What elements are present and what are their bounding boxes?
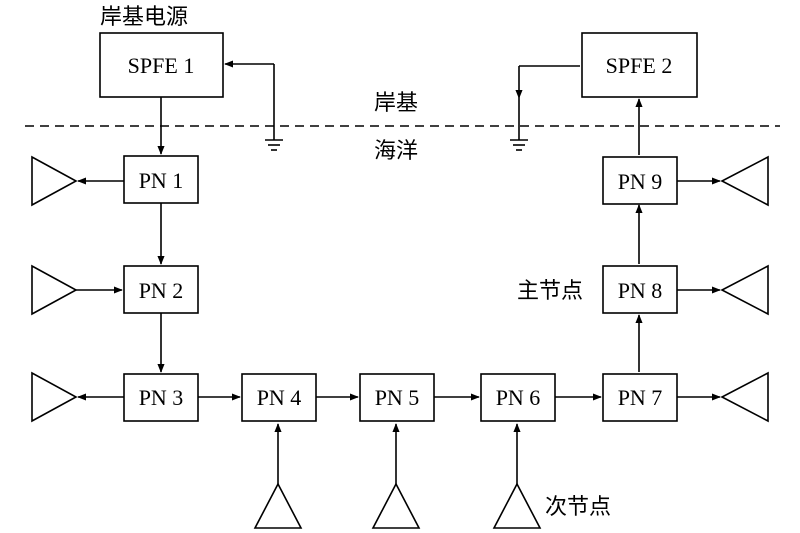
pn-5-node: PN 5 (359, 373, 435, 422)
sensor-pn9 (677, 155, 769, 207)
sensor-pn4 (253, 423, 303, 529)
pn-6-label: PN 6 (496, 385, 541, 410)
spfe-1-label: SPFE 1 (128, 53, 195, 78)
pn-7-label: PN 7 (618, 385, 663, 410)
pn-4-node: PN 4 (241, 373, 317, 422)
sensor-pn3 (31, 371, 124, 423)
pn-9-label: PN 9 (618, 169, 663, 194)
pn-3-label: PN 3 (139, 385, 184, 410)
sensor-pn7 (677, 371, 769, 423)
sensor-pn1 (31, 155, 124, 207)
pn-3-node: PN 3 (123, 373, 199, 422)
shore-label: 岸基 (374, 90, 418, 115)
pn-2-node: PN 2 (123, 265, 199, 314)
sensor-pn2 (31, 264, 123, 316)
pn-5-label: PN 5 (375, 385, 420, 410)
ground-symbol-2 (510, 65, 580, 151)
sensor-pn5 (371, 423, 421, 529)
sensor-pn8 (677, 264, 769, 316)
primary-node-label: 主节点 (517, 278, 583, 303)
shore-power-label: 岸基电源 (100, 4, 188, 29)
ground-symbol-1 (224, 60, 283, 151)
pn-4-label: PN 4 (257, 385, 302, 410)
spfe-2-label: SPFE 2 (606, 53, 673, 78)
pn-1-node: PN 1 (123, 155, 199, 204)
pn-8-label: PN 8 (618, 278, 663, 303)
spfe-2-node: SPFE 2 (581, 32, 698, 98)
pn-8-node: PN 8 (602, 265, 678, 314)
pn-9-node: PN 9 (602, 156, 678, 205)
pn-1-label: PN 1 (139, 168, 184, 193)
pn-6-node: PN 6 (480, 373, 556, 422)
pn-7-node: PN 7 (602, 373, 678, 422)
pn-2-label: PN 2 (139, 278, 184, 303)
ocean-label: 海洋 (374, 138, 418, 163)
sensor-pn6 (492, 423, 542, 529)
secondary-node-label: 次节点 (545, 494, 611, 519)
spfe-1-node: SPFE 1 (99, 32, 224, 98)
